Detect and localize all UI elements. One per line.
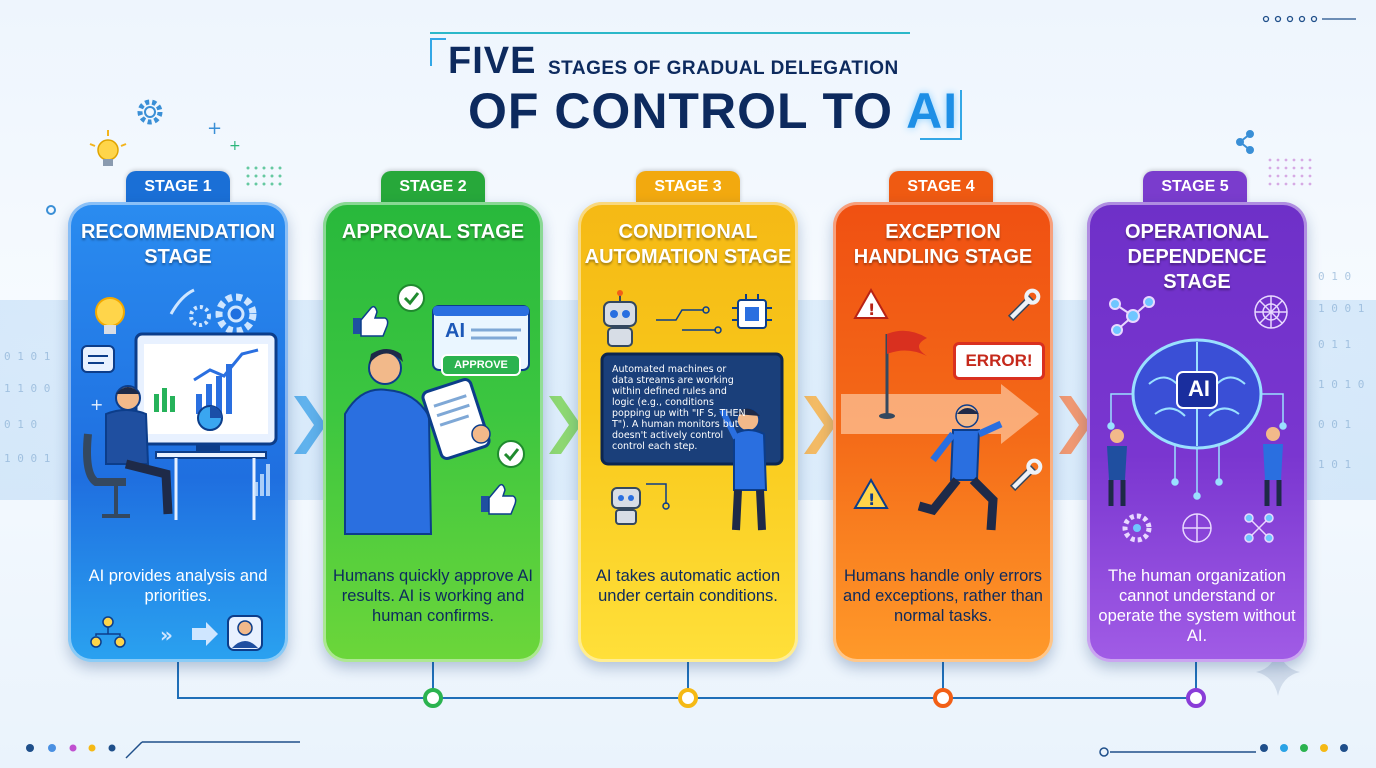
warning-icon: ! xyxy=(853,287,889,319)
svg-text:0 1 0: 0 1 0 xyxy=(4,418,37,431)
error-alert: ERROR! xyxy=(953,342,1045,380)
stage-4-description: Humans handle only errors and exceptions… xyxy=(843,567,1043,625)
title-five: FIVE xyxy=(448,40,537,82)
gear-icon xyxy=(189,305,211,327)
svg-text:!: ! xyxy=(868,300,875,319)
title-main: OF CONTROL TO AI xyxy=(468,82,958,140)
title-bracket-left xyxy=(430,38,446,66)
svg-text:1 0 1: 1 0 1 xyxy=(1318,458,1351,471)
thumbs-up-icon xyxy=(481,483,517,515)
svg-text:!: ! xyxy=(868,490,875,509)
gear-icon xyxy=(137,99,163,125)
double-chevron-icon: » xyxy=(160,623,173,647)
checkmark-icon xyxy=(497,440,525,468)
robot-icon xyxy=(611,487,641,525)
stage-1-card: RECOMMENDATION STAGE + xyxy=(68,202,288,662)
brain-icon xyxy=(1131,338,1263,450)
network-icon xyxy=(1109,296,1155,336)
sparkle-icon xyxy=(1256,648,1300,696)
stage-4-card: EXCEPTION HANDLING STAGE ! ! xyxy=(833,202,1053,662)
lightbulb-icon xyxy=(95,297,125,334)
checkmark-icon xyxy=(397,284,425,312)
stage-5-badge: STAGE 5 xyxy=(1143,171,1247,203)
lightbulb-icon xyxy=(89,130,127,166)
org-chart-icon xyxy=(90,616,126,648)
svg-text:+: + xyxy=(90,395,103,414)
stage-2-illustration xyxy=(344,284,530,535)
stage-1-heading: RECOMMENDATION STAGE xyxy=(80,221,276,268)
connector-arrow-4-5 xyxy=(1059,396,1091,454)
wrench-icon xyxy=(1009,458,1043,492)
stage-2-heading: APPROVAL STAGE xyxy=(341,221,525,243)
stage-2-badge: STAGE 2 xyxy=(381,171,485,203)
stage-5-ai-label: AI xyxy=(1188,376,1210,401)
stage-3-screen-text: Automated machines or data streams are w… xyxy=(612,364,746,452)
title-bracket-right xyxy=(920,90,962,140)
connector-arrow-1-2 xyxy=(294,396,326,454)
svg-text:0 1 0: 0 1 0 xyxy=(1318,270,1351,283)
user-avatar-icon xyxy=(227,615,263,651)
arrow-right-icon xyxy=(192,622,218,646)
svg-text:+: + xyxy=(229,138,241,154)
flag-icon xyxy=(879,330,927,419)
svg-text:+: + xyxy=(207,118,222,139)
stage-2-ai-label: AI xyxy=(445,320,465,342)
stage-5-illustration xyxy=(1107,295,1288,543)
connector-arrow-3-4 xyxy=(804,396,836,454)
svg-text:0 1 0 1: 0 1 0 1 xyxy=(4,350,50,363)
title-block: FIVE STAGES OF GRADUAL DELEGATION OF CON… xyxy=(430,30,970,150)
svg-text:1 0 0 1: 1 0 0 1 xyxy=(4,452,50,465)
stage-4-illustration: ! ! xyxy=(841,287,1043,531)
network-icon xyxy=(1254,295,1288,329)
title-ai-highlight: AI xyxy=(906,83,959,139)
network-icon xyxy=(1244,513,1274,543)
svg-text:1 0 0 1: 1 0 0 1 xyxy=(1318,302,1364,315)
stage-3-card: CONDITIONAL AUTOMATION STAGE xyxy=(578,202,798,662)
stage-1-illustration: + xyxy=(81,288,278,520)
wrench-icon xyxy=(1007,288,1041,322)
approve-button[interactable]: APPROVE xyxy=(441,354,521,376)
stage-2-description: Humans quickly approve AI results. AI is… xyxy=(333,567,533,625)
title-main-text: OF CONTROL TO xyxy=(468,83,894,139)
svg-text:1 1 0 0: 1 1 0 0 xyxy=(4,382,50,395)
stage-5-card: OPERATIONAL DEPENDENCE STAGE xyxy=(1087,202,1307,662)
stage-3-illustration xyxy=(600,290,784,531)
title-rule-top xyxy=(430,32,910,34)
stage-1-description: AI provides analysis and priorities. xyxy=(88,567,268,605)
robot-icon xyxy=(603,290,637,347)
network-icon xyxy=(1182,513,1212,543)
stage-1-flow-icons: » xyxy=(90,615,263,651)
stage-1-badge: STAGE 1 xyxy=(126,171,230,203)
stage-4-badge: STAGE 4 xyxy=(889,171,993,203)
share-icon xyxy=(1236,130,1254,154)
warning-icon: ! xyxy=(853,477,889,509)
stage-4-heading: EXCEPTION HANDLING STAGE xyxy=(853,221,1033,268)
stage-3-badge: STAGE 3 xyxy=(636,171,740,203)
stage-3-description: AI takes automatic action under certain … xyxy=(595,567,781,605)
svg-text:0 0 1: 0 0 1 xyxy=(1318,418,1351,431)
gear-icon xyxy=(1122,513,1152,543)
stage-5-description: The human organization cannot understand… xyxy=(1098,567,1296,645)
stage-5-heading: OPERATIONAL DEPENDENCE STAGE xyxy=(1124,221,1270,293)
title-subtitle: STAGES OF GRADUAL DELEGATION xyxy=(548,58,899,79)
chip-icon xyxy=(732,294,772,329)
gear-icon xyxy=(215,293,257,335)
stage-2-card: APPROVAL STAGE AI xyxy=(323,202,543,662)
thumbs-up-icon xyxy=(353,305,389,337)
stage-3-heading: CONDITIONAL AUTOMATION STAGE xyxy=(584,221,792,268)
connector-arrow-2-3 xyxy=(549,396,581,454)
svg-text:0 1 1: 0 1 1 xyxy=(1318,338,1351,351)
svg-text:1 0 1 0: 1 0 1 0 xyxy=(1318,378,1364,391)
